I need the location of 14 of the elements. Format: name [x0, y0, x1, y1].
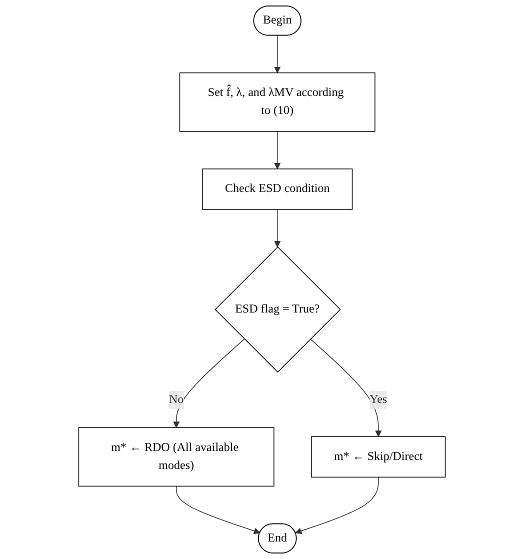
node-diamond: ESD flag = True?	[214, 246, 341, 373]
edge-label: Yes	[370, 393, 388, 406]
arrow	[173, 338, 245, 428]
node-box: m* ← Skip/Direct	[311, 436, 446, 478]
arrow	[274, 209, 281, 248]
node-box: Check ESD condition	[202, 168, 353, 210]
edge-label: No	[168, 393, 184, 406]
arrow	[295, 476, 379, 534]
node-box: Set f̂, λ, and λMV according to (10)	[179, 72, 376, 132]
node-box: m* ← RDO (All available modes)	[78, 427, 274, 487]
arrow	[274, 131, 281, 170]
arrow	[310, 338, 382, 437]
arrow	[176, 486, 260, 534]
arrow	[274, 35, 281, 74]
